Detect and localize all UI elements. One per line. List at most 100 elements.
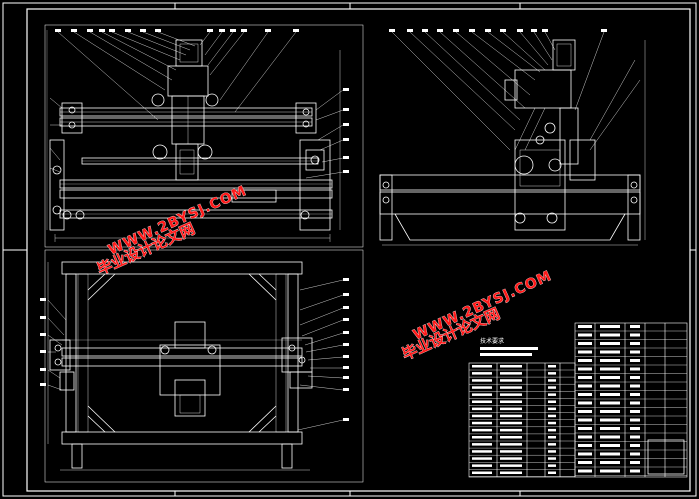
bom-cell-glyph xyxy=(500,457,522,460)
bom-cell-glyph xyxy=(500,471,522,474)
title-cell-glyph xyxy=(630,359,640,362)
title-cell-glyph xyxy=(630,367,640,371)
front-leaders xyxy=(49,31,344,179)
title-cell-glyph xyxy=(578,342,592,345)
bom-cell-glyph xyxy=(548,443,556,446)
title-cell-glyph xyxy=(630,325,640,328)
bom-cell-glyph xyxy=(472,414,492,418)
title-cell-glyph xyxy=(600,333,620,337)
bom-cell-glyph xyxy=(500,450,522,453)
title-cell-glyph xyxy=(578,444,592,447)
title-cell-glyph xyxy=(630,461,640,464)
title-cell-glyph xyxy=(630,435,640,439)
title-cell-glyph xyxy=(600,427,620,430)
front-labels xyxy=(55,29,349,173)
title-cell-glyph xyxy=(578,376,592,379)
bom-cell-glyph xyxy=(548,428,556,432)
title-cell-glyph xyxy=(630,427,640,430)
bom-cell-glyph xyxy=(548,414,556,418)
front-view xyxy=(44,24,364,248)
bom-cell-glyph xyxy=(548,464,556,467)
title-block-logo-box xyxy=(647,439,685,475)
title-cell-glyph xyxy=(578,325,592,328)
title-cell-glyph xyxy=(630,444,640,447)
bom-cell-glyph xyxy=(500,414,522,418)
title-cell-glyph xyxy=(578,359,592,362)
bom-cell-glyph xyxy=(548,393,556,396)
tech-note-heading: 技术要求 xyxy=(480,337,504,345)
bom-cell-glyph xyxy=(548,379,556,382)
title-cell-glyph xyxy=(578,418,592,422)
title-cell-glyph xyxy=(600,461,620,464)
bom-cell-glyph xyxy=(548,450,556,453)
title-cell-glyph xyxy=(600,350,620,354)
bom-cell-glyph xyxy=(472,428,492,432)
title-cell-glyph xyxy=(578,427,592,430)
bom-cell-glyph xyxy=(500,421,522,425)
bom-cell-glyph xyxy=(472,386,492,389)
side-view xyxy=(379,39,646,246)
bom-cell-glyph xyxy=(500,400,522,403)
side-leaders xyxy=(391,31,641,151)
title-block xyxy=(574,322,688,478)
bom-cell-glyph xyxy=(472,443,492,446)
bom-cell-glyph xyxy=(500,379,522,382)
bom-cell-glyph xyxy=(548,372,556,375)
bom-cell-glyph xyxy=(548,457,556,460)
title-cell-glyph xyxy=(630,469,640,473)
title-cell-glyph xyxy=(630,333,640,337)
bom-cell-glyph xyxy=(472,393,492,396)
title-cell-glyph xyxy=(578,333,592,337)
title-cell-glyph xyxy=(630,342,640,345)
title-cell-glyph xyxy=(600,342,620,345)
bom-cell-glyph xyxy=(472,400,492,403)
title-cell-glyph xyxy=(578,350,592,354)
bom-cell-glyph xyxy=(472,407,492,411)
bom-cell-glyph xyxy=(500,464,522,467)
bom-cell-glyph xyxy=(500,365,522,368)
bom-cell-glyph xyxy=(548,400,556,403)
title-cell-glyph xyxy=(600,384,620,388)
bom-cell-glyph xyxy=(472,436,492,439)
title-cell-glyph xyxy=(578,384,592,388)
title-cell-glyph xyxy=(600,367,620,371)
bom-cell-glyph xyxy=(500,393,522,396)
bom-cell-glyph xyxy=(472,365,492,368)
title-cell-glyph xyxy=(630,418,640,422)
title-cell-glyph xyxy=(630,376,640,379)
title-cell-glyph xyxy=(600,393,620,396)
bom-cell-glyph xyxy=(472,457,492,460)
title-block-rows xyxy=(575,325,687,476)
title-cell-glyph xyxy=(578,469,592,473)
watermark-top: 毕业设计论文网 WWW.2BYSJ.COM xyxy=(94,183,250,279)
title-cell-glyph xyxy=(578,452,592,456)
bom-cell-glyph xyxy=(472,421,492,425)
bom-cell-glyph xyxy=(500,372,522,375)
title-cell-glyph xyxy=(600,359,620,362)
title-cell-glyph xyxy=(630,384,640,388)
bom-cell-glyph xyxy=(472,450,492,453)
title-cell-glyph xyxy=(630,452,640,456)
bom-cell-glyph xyxy=(548,436,556,439)
bom-cell-glyph xyxy=(548,365,556,368)
bom-cell-glyph xyxy=(472,464,492,467)
title-cell-glyph xyxy=(578,367,592,371)
bom-cell-glyph xyxy=(500,443,522,446)
watermark-bottom-url: WWW.2BYSJ.COM xyxy=(411,268,555,344)
title-cell-glyph xyxy=(600,325,620,328)
title-cell-glyph xyxy=(630,350,640,354)
title-cell-glyph xyxy=(578,410,592,413)
technical-requirements: 技术要求 xyxy=(480,337,538,356)
bom-cell-glyph xyxy=(472,379,492,382)
title-cell-glyph xyxy=(578,393,592,396)
title-cell-glyph xyxy=(630,410,640,413)
title-cell-glyph xyxy=(600,418,620,422)
title-cell-glyph xyxy=(600,410,620,413)
top-view xyxy=(44,249,364,483)
bom-cell-glyph xyxy=(472,372,492,375)
bom-cell-glyph xyxy=(500,428,522,432)
bom-cell-glyph xyxy=(548,407,556,411)
